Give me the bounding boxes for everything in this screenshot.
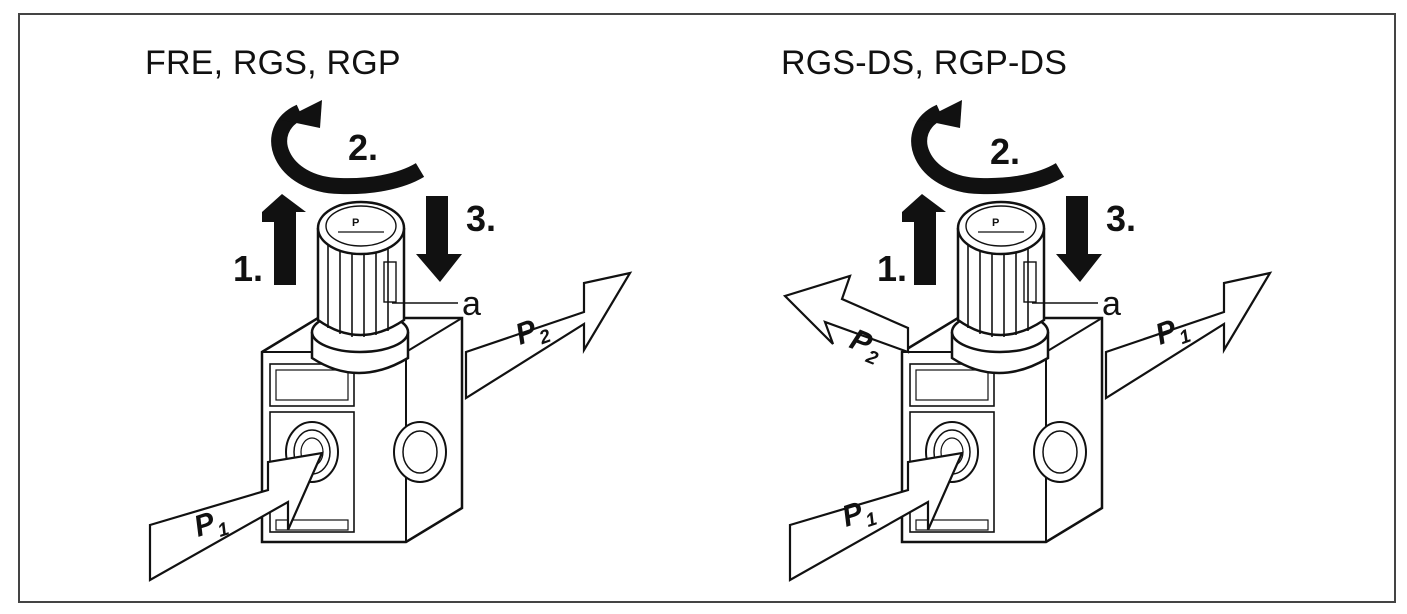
figure-frame — [18, 13, 1396, 603]
panel-title-left: FRE, RGS, RGP — [145, 44, 401, 82]
outlet-arrow-p2-left — [782, 274, 910, 354]
step-2-label: 2. — [990, 131, 1020, 172]
step-3-label: 3. — [1106, 198, 1136, 239]
panel-title-right: RGS-DS, RGP-DS — [781, 44, 1068, 82]
callout-a: a — [1102, 285, 1121, 323]
step-3-label: 3. — [466, 198, 496, 239]
step-1-label: 1. — [233, 248, 263, 289]
step-2-label: 2. — [348, 127, 378, 168]
step-1-label: 1. — [877, 248, 907, 289]
callout-a: a — [462, 285, 481, 323]
left-regulator — [150, 100, 632, 580]
